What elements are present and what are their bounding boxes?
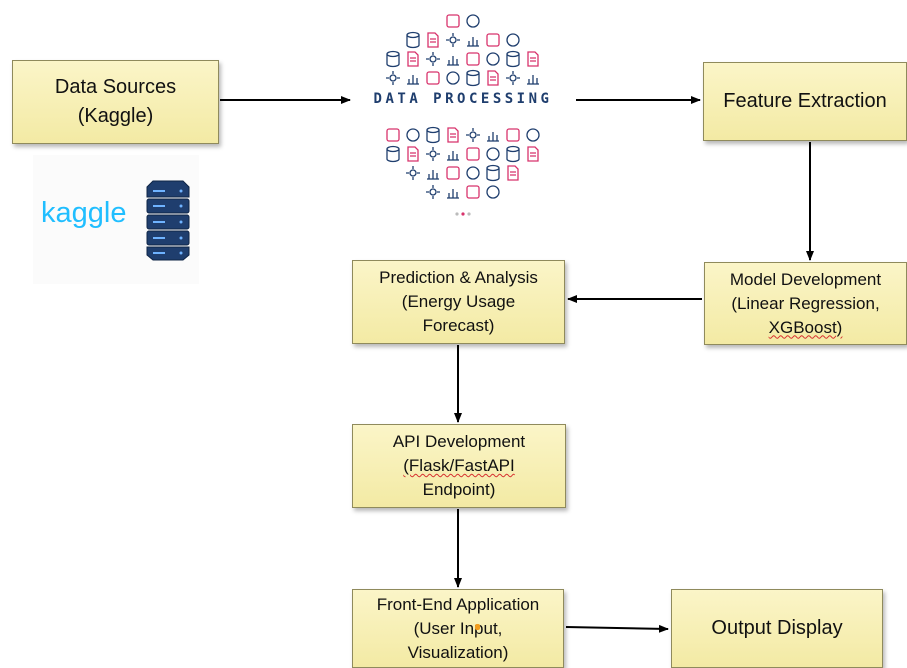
processing-icon [447,127,459,143]
feature-extraction-box: Feature Extraction [703,62,907,141]
processing-icon [407,146,419,162]
model-development-title: Model Development [729,269,882,289]
processing-icon [406,128,420,142]
front-end-application-box: Front-End Application (User Input, Visua… [352,589,564,668]
carousel-dot [455,212,459,216]
processing-icon [466,147,480,161]
processing-icon [486,164,500,182]
api-development-line-3: Endpoint) [422,480,496,499]
processing-icon [507,165,519,181]
front-end-application-line-3: Visualization) [407,642,509,662]
processing-icon [426,147,440,161]
processing-icon [486,33,500,47]
carousel-dot [467,212,471,216]
processing-icon [466,128,480,142]
data-processing-graphic: DATA PROCESSING [351,11,575,222]
processing-icon [447,189,459,199]
processing-icon [527,75,539,85]
processing-icon [486,52,500,66]
arrow-frontend-to-output [565,624,669,633]
carousel-dot [461,212,465,216]
processing-icon [526,128,540,142]
database-server-icon [146,180,190,261]
output-display-title: Output Display [711,617,843,639]
processing-icon [486,185,500,199]
prediction-analysis-title: Prediction & Analysis [379,268,538,287]
processing-icon [426,71,440,85]
processing-icon [407,51,419,67]
processing-icon [407,75,419,85]
processing-icon [447,151,459,161]
processing-icon [447,56,459,66]
processing-icon [527,146,539,162]
processing-icon [506,145,520,163]
processing-icon [446,166,460,180]
model-development-line-3: XGBoost) [768,317,843,337]
feature-extraction-title: Feature Extraction [723,90,887,112]
processing-icon [487,70,499,86]
processing-icon [446,14,460,28]
prediction-analysis-box: Prediction & Analysis (Energy Usage Fore… [352,260,565,344]
processing-icon [527,51,539,67]
processing-icon [446,33,460,47]
model-development-line-2: (Linear Regression, [731,293,880,313]
front-end-application-line-2: (User Input, [413,618,503,638]
data-sources-title: Data Sources [54,76,177,98]
data-sources-subtitle: (Kaggle) [77,105,154,127]
processing-icon [467,37,479,47]
api-development-line-2: (Flask/FastAPI [403,456,515,475]
front-end-application-title: Front-End Application [376,594,540,614]
cursor-mark [475,624,480,630]
prediction-analysis-line-3: Forecast) [422,316,495,335]
processing-icon [506,71,520,85]
processing-icon [506,50,520,68]
processing-icon [466,69,480,87]
api-development-title: API Development [392,432,526,451]
processing-icon [427,170,439,180]
processing-icon [426,126,440,144]
output-display-box: Output Display [671,589,883,668]
processing-icon [446,71,460,85]
processing-icon [486,147,500,161]
kaggle-wordmark: kaggle [41,197,127,229]
data-processing-title: DATA PROCESSING [373,91,553,107]
data-sources-box: Data Sources (Kaggle) [12,60,219,144]
processing-icon [466,185,480,199]
processing-icon [386,71,400,85]
processing-icon [426,185,440,199]
processing-icon [466,52,480,66]
processing-icon [487,132,499,142]
processing-icon [386,128,400,142]
processing-icon [506,33,520,47]
processing-icon [466,166,480,180]
kaggle-logo: kaggle [33,155,199,284]
processing-icon [466,14,480,28]
processing-icon [406,166,420,180]
processing-icon [386,50,400,68]
processing-icon [506,128,520,142]
processing-icon [406,31,420,49]
model-development-box: Model Development (Linear Regression, XG… [704,262,907,345]
data-processing-illustration [386,14,540,216]
processing-icon [426,52,440,66]
prediction-analysis-line-2: (Energy Usage [401,292,516,311]
api-development-box: API Development (Flask/FastAPI Endpoint) [352,424,566,508]
processing-icon [427,32,439,48]
processing-icon [386,145,400,163]
